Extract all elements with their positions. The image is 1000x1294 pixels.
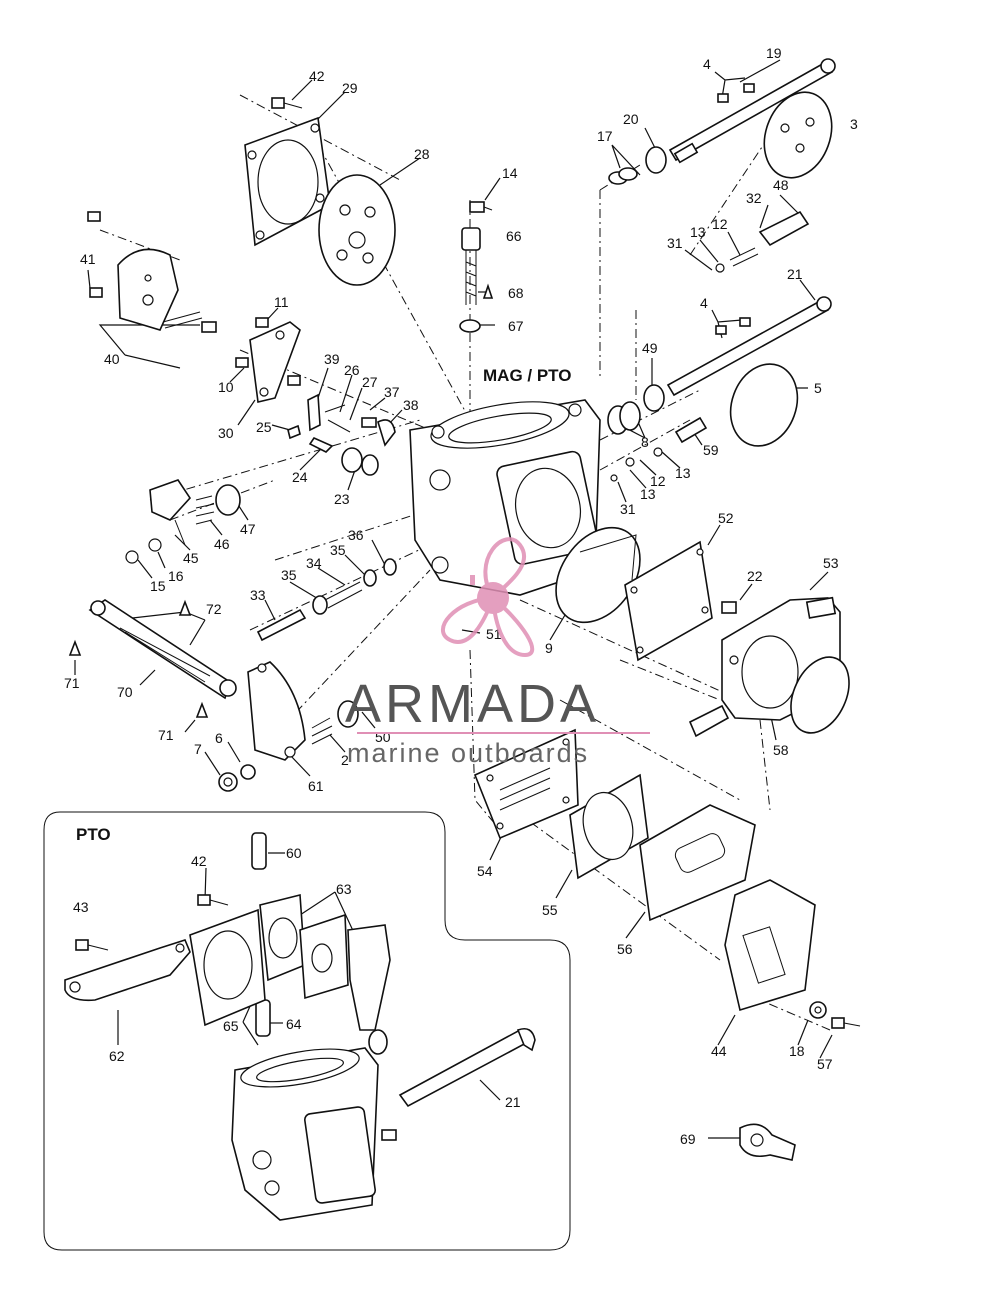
label-27: 27 xyxy=(362,374,378,390)
label-9: 9 xyxy=(545,640,553,656)
label-39: 39 xyxy=(324,351,340,367)
label-46: 46 xyxy=(214,536,230,552)
label-11: 11 xyxy=(274,294,289,310)
label-40: 40 xyxy=(104,351,120,367)
label-29: 29 xyxy=(342,80,358,96)
label-70: 70 xyxy=(117,684,133,700)
label-35a: 35 xyxy=(330,542,346,558)
label-33: 33 xyxy=(250,587,266,603)
label-41: 41 xyxy=(80,251,96,267)
label-13a: 13 xyxy=(690,224,706,240)
label-14: 14 xyxy=(502,165,518,181)
label-53: 53 xyxy=(823,555,839,571)
label-13c: 13 xyxy=(640,486,656,502)
label-60: 60 xyxy=(286,845,302,861)
label-56: 56 xyxy=(617,941,633,957)
watermark-brand: ARMADA xyxy=(345,674,600,734)
label-54: 54 xyxy=(477,863,493,879)
label-47: 47 xyxy=(240,521,256,537)
label-31a: 31 xyxy=(667,235,683,251)
part-labels: 42 29 28 14 66 68 67 19 4 20 17 3 48 32 … xyxy=(64,45,858,1147)
label-36: 36 xyxy=(348,527,364,543)
label-71a: 71 xyxy=(64,675,80,691)
label-21a: 21 xyxy=(787,266,803,282)
label-6: 6 xyxy=(215,730,223,746)
label-43: 43 xyxy=(73,899,89,915)
watermark-tagline: marine outboards xyxy=(347,738,589,768)
label-55: 55 xyxy=(542,902,558,918)
label-18: 18 xyxy=(789,1043,805,1059)
label-48: 48 xyxy=(773,177,789,193)
label-5: 5 xyxy=(814,380,822,396)
label-57: 57 xyxy=(817,1056,833,1072)
label-65: 65 xyxy=(223,1018,239,1034)
label-62: 62 xyxy=(109,1048,125,1064)
label-67: 67 xyxy=(508,318,524,334)
section-title-pto: PTO xyxy=(76,825,111,844)
label-49: 49 xyxy=(642,340,658,356)
label-37: 37 xyxy=(384,384,400,400)
section-title-mag-pto: MAG / PTO xyxy=(483,366,571,385)
label-31b: 31 xyxy=(620,501,636,517)
label-17: 17 xyxy=(597,128,613,144)
label-52: 52 xyxy=(718,510,734,526)
label-7: 7 xyxy=(194,741,202,757)
label-4b: 4 xyxy=(700,295,708,311)
label-24: 24 xyxy=(292,469,308,485)
label-68: 68 xyxy=(508,285,524,301)
label-13b: 13 xyxy=(675,465,691,481)
label-19: 19 xyxy=(766,45,782,61)
label-64: 64 xyxy=(286,1016,302,1032)
label-71b: 71 xyxy=(158,727,174,743)
label-23: 23 xyxy=(334,491,350,507)
label-66: 66 xyxy=(506,228,522,244)
label-59: 59 xyxy=(703,442,719,458)
label-10: 10 xyxy=(218,379,234,395)
label-30: 30 xyxy=(218,425,234,441)
label-32: 32 xyxy=(746,190,762,206)
label-20: 20 xyxy=(623,111,639,127)
label-63: 63 xyxy=(336,881,352,897)
label-3: 3 xyxy=(850,116,858,132)
armada-logo-icon xyxy=(441,537,535,658)
pto-inset-boundary xyxy=(43,811,571,1251)
label-61: 61 xyxy=(308,778,324,794)
label-16: 16 xyxy=(168,568,184,584)
label-15: 15 xyxy=(150,578,166,594)
label-72: 72 xyxy=(206,601,222,617)
label-42a: 42 xyxy=(309,68,325,84)
label-12a: 12 xyxy=(712,216,728,232)
label-69: 69 xyxy=(680,1131,696,1147)
label-28: 28 xyxy=(414,146,430,162)
label-26: 26 xyxy=(344,362,360,378)
parts xyxy=(64,58,861,1221)
label-42b: 42 xyxy=(191,853,207,869)
label-21b: 21 xyxy=(505,1094,521,1110)
label-44: 44 xyxy=(711,1043,727,1059)
label-4a: 4 xyxy=(703,56,711,72)
label-22: 22 xyxy=(747,568,763,584)
label-34: 34 xyxy=(306,555,322,571)
label-58: 58 xyxy=(773,742,789,758)
label-45: 45 xyxy=(183,550,199,566)
label-2: 2 xyxy=(341,752,349,768)
label-35b: 35 xyxy=(281,567,297,583)
label-8: 8 xyxy=(641,434,649,450)
label-25: 25 xyxy=(256,419,272,435)
label-38: 38 xyxy=(403,397,419,413)
label-12b: 12 xyxy=(650,473,666,489)
